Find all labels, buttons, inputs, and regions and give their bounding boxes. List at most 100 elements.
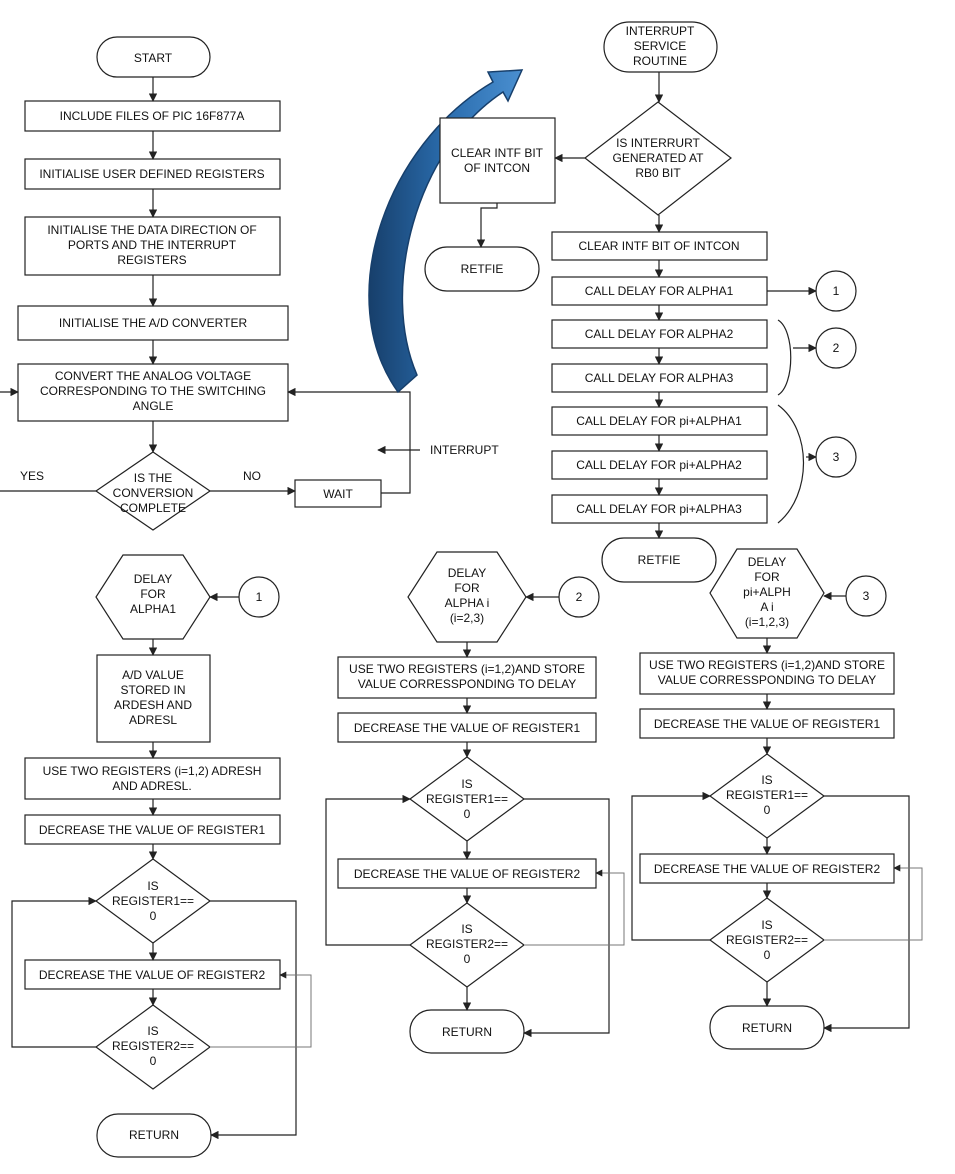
delay2-title-line-1: DELAY [448,566,486,580]
delay2-q1-line-3: 0 [464,807,471,821]
delay1-title-line-2: FOR [140,587,166,601]
delay1-q2-line-3: 0 [150,1054,157,1068]
delay1-ad-line-4: ADRESL [129,713,177,727]
isr-step-alpha3-label: CALL DELAY FOR ALPHA3 [585,371,734,385]
delay2-q1-line-1: IS [461,777,472,791]
main-connectors [0,77,420,496]
delay2-title-line-2: FOR [454,581,480,595]
init-ports-line-1: INITIALISE THE DATA DIRECTION OF [47,223,256,237]
isr-retfie-label: RETFIE [638,553,681,567]
isr-step-pi-alpha1 [551,406,768,436]
delay2-q1-line-2: REGISTER1== [426,792,508,806]
delay3-q1-line-1: IS [761,773,772,787]
init-user-registers-label: INITIALISE USER DEFINED REGISTERS [39,167,264,181]
init-ports-box [24,216,281,276]
isr-connectors [476,72,817,539]
isr-step-pi-alpha3-label: CALL DELAY FOR pi+ALPHA3 [576,502,742,516]
no-label: NO [243,469,261,483]
conversion-decision-line-1: IS THE [134,471,172,485]
convert-line-3: ANGLE [133,399,174,413]
delay2-q2-line-1: IS [461,922,472,936]
isr-clear-intf-label: CLEAR INTF BIT OF INTCON [578,239,739,253]
isr-retfie-side-label: RETFIE [461,262,504,276]
delay1-q2-line-1: IS [147,1024,158,1038]
isr-step-pi-alpha2-label: CALL DELAY FOR pi+ALPHA2 [576,458,742,472]
delay2-use-line-1: USE TWO REGISTERS (i=1,2)AND STORE [349,662,585,676]
delay1-reg2-decision [94,1004,212,1090]
delay1-return-label: RETURN [129,1128,179,1142]
isr-step-pi-alpha1-label: CALL DELAY FOR pi+ALPHA1 [576,414,742,428]
isr-connector-3-label: 3 [833,450,840,464]
delay2-dec-reg1-label: DECREASE THE VALUE OF REGISTER1 [354,721,581,735]
delay2-title-line-4: (i=2,3) [450,611,484,625]
delay1-ad-value-box [96,654,211,743]
delay2-dec-reg1-box [337,712,597,743]
isr-step-alpha2-label: CALL DELAY FOR ALPHA2 [585,327,734,341]
start-label: START [134,51,173,65]
delay3-title-line-3: pi+ALPH [743,585,791,599]
delay1-connectors [11,592,312,1140]
yes-label: YES [20,469,44,483]
delay1-dec-reg1-label: DECREASE THE VALUE OF REGISTER1 [39,823,266,837]
isr-title-line-3: ROUTINE [633,54,687,68]
delay2-connectors [325,592,625,1038]
isr-step-alpha3 [551,363,768,393]
delay3-dec-reg1-box [639,708,895,739]
conversion-decision-line-3: COMPLETE [120,501,186,515]
delay2-connector-label: 2 [576,590,583,604]
conversion-decision-line-2: CONVERSION [113,486,194,500]
isr-step-alpha2 [551,319,768,349]
delay3-q2-line-3: 0 [764,948,771,962]
delay2-dec-reg2-label: DECREASE THE VALUE OF REGISTER2 [354,867,581,881]
delay1-q1-line-3: 0 [150,909,157,923]
delay1-title-line-3: ALPHA1 [130,602,176,616]
delay1-q1-line-2: REGISTER1== [112,894,194,908]
isr-clear-side-line-1: CLEAR INTF BIT [451,146,544,160]
delay2-q2-line-3: 0 [464,952,471,966]
wait-label: WAIT [323,487,353,501]
isr-connector-1-label: 1 [833,284,840,298]
delay3-title-line-4: A i [760,600,773,614]
delay2-dec-reg2-box [337,858,597,889]
delay2-title-line-3: ALPHA i [445,596,490,610]
delay3-connector-label: 3 [863,589,870,603]
include-files-label: INCLUDE FILES OF PIC 16F877A [60,109,245,123]
isr-interrupt-decision [584,101,732,216]
delay1-use-line-1: USE TWO REGISTERS (i=1,2) ADRESH [43,764,262,778]
init-ports-line-3: REGISTERS [117,253,186,267]
convert-line-2: CORRESPONDING TO THE SWITCHING [40,384,266,398]
delay3-q1-line-3: 0 [764,803,771,817]
convert-line-1: CONVERT THE ANALOG VOLTAGE [55,369,251,383]
delay3-q1-line-2: REGISTER1== [726,788,808,802]
isr-title-line-2: SERVICE [634,39,686,53]
isr-step-pi-alpha2 [551,450,768,480]
delay3-use-line-2: VALUE CORRESSPONDING TO DELAY [658,673,877,687]
isr-terminal [603,21,718,73]
conversion-complete-decision [94,451,212,531]
delay1-hexagon [95,554,211,640]
delay1-ad-line-2: STORED IN [120,683,185,697]
delay3-title-line-1: DELAY [748,555,786,569]
include-files-box [24,100,281,132]
interrupt-label: INTERRUPT [430,443,499,457]
isr-step-pi-alpha3 [551,494,768,524]
delay1-q2-line-2: REGISTER2== [112,1039,194,1053]
isr-step-alpha1-label: CALL DELAY FOR ALPHA1 [585,284,734,298]
isr-decision-line-2: GENERATED AT [613,151,705,165]
delay1-q1-line-1: IS [147,879,158,893]
isr-decision-line-1: IS INTERRURT [616,136,700,150]
delay3-dec-reg2-label: DECREASE THE VALUE OF REGISTER2 [654,862,881,876]
delay2-hexagon [407,551,527,643]
delay1-use-line-2: AND ADRESL. [112,779,191,793]
isr-clear-intf-side-box [439,117,556,204]
isr-connector-2-label: 2 [833,341,840,355]
delay1-dec-reg2-label: DECREASE THE VALUE OF REGISTER2 [39,968,266,982]
delay3-use-line-1: USE TWO REGISTERS (i=1,2)AND STORE [649,658,885,672]
delay1-ad-line-1: A/D VALUE [122,668,184,682]
delay1-ad-line-3: ARDESH AND [114,698,192,712]
init-ports-line-2: PORTS AND THE INTERRUPT [68,238,237,252]
delay2-use-line-2: VALUE CORRESSPONDING TO DELAY [358,677,577,691]
delay3-title-line-5: (i=1,2,3) [745,615,789,629]
delay3-q2-line-2: REGISTER2== [726,933,808,947]
